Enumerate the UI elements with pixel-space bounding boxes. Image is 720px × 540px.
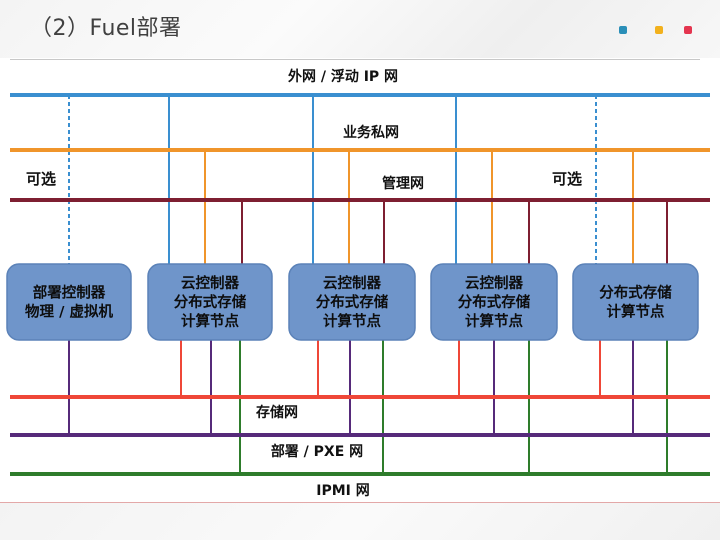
footer-divider	[0, 502, 720, 503]
optional-label-right: 可选	[552, 170, 582, 188]
server-node-label: 云控制器	[465, 274, 523, 292]
pxe-network-label: 部署 / PXE 网	[271, 443, 363, 460]
external-network-label: 外网 / 浮动 IP 网	[288, 68, 398, 85]
server-node-label: 分布式存储	[316, 293, 389, 311]
server-node-label: 分布式存储	[458, 293, 531, 311]
server-node-box	[430, 263, 558, 341]
server-node-label: 云控制器	[181, 274, 239, 292]
private-network-label: 业务私网	[343, 124, 399, 141]
ipmi-network-label: IPMI 网	[316, 483, 369, 499]
management-network-label: 管理网	[382, 175, 424, 192]
node-connectors	[68, 95, 668, 474]
server-node-box	[6, 263, 132, 341]
server-node-label: 计算节点	[607, 303, 665, 321]
teal-dot	[619, 26, 627, 34]
slide-header	[0, 0, 720, 58]
server-node-box	[288, 263, 416, 341]
server-node-label: 计算节点	[181, 312, 239, 330]
server-node-label: 计算节点	[323, 312, 381, 330]
server-node-label: 计算节点	[465, 312, 523, 330]
server-node-label: 分布式存储	[599, 284, 672, 302]
server-node-label: 物理 / 虚拟机	[25, 303, 113, 321]
server-node-label: 云控制器	[323, 274, 381, 292]
server-node-label: 部署控制器	[33, 284, 106, 302]
server-node-box	[572, 263, 699, 341]
server-node-box	[147, 263, 273, 341]
header-divider	[10, 59, 700, 60]
red-dot	[684, 26, 692, 34]
slide-title: （2）Fuel部署	[30, 16, 182, 41]
storage-network-label: 存储网	[256, 404, 298, 421]
yellow-dot	[655, 26, 663, 34]
optional-label-left: 可选	[26, 170, 56, 188]
slide-footer	[0, 502, 720, 540]
server-node-label: 分布式存储	[174, 293, 247, 311]
